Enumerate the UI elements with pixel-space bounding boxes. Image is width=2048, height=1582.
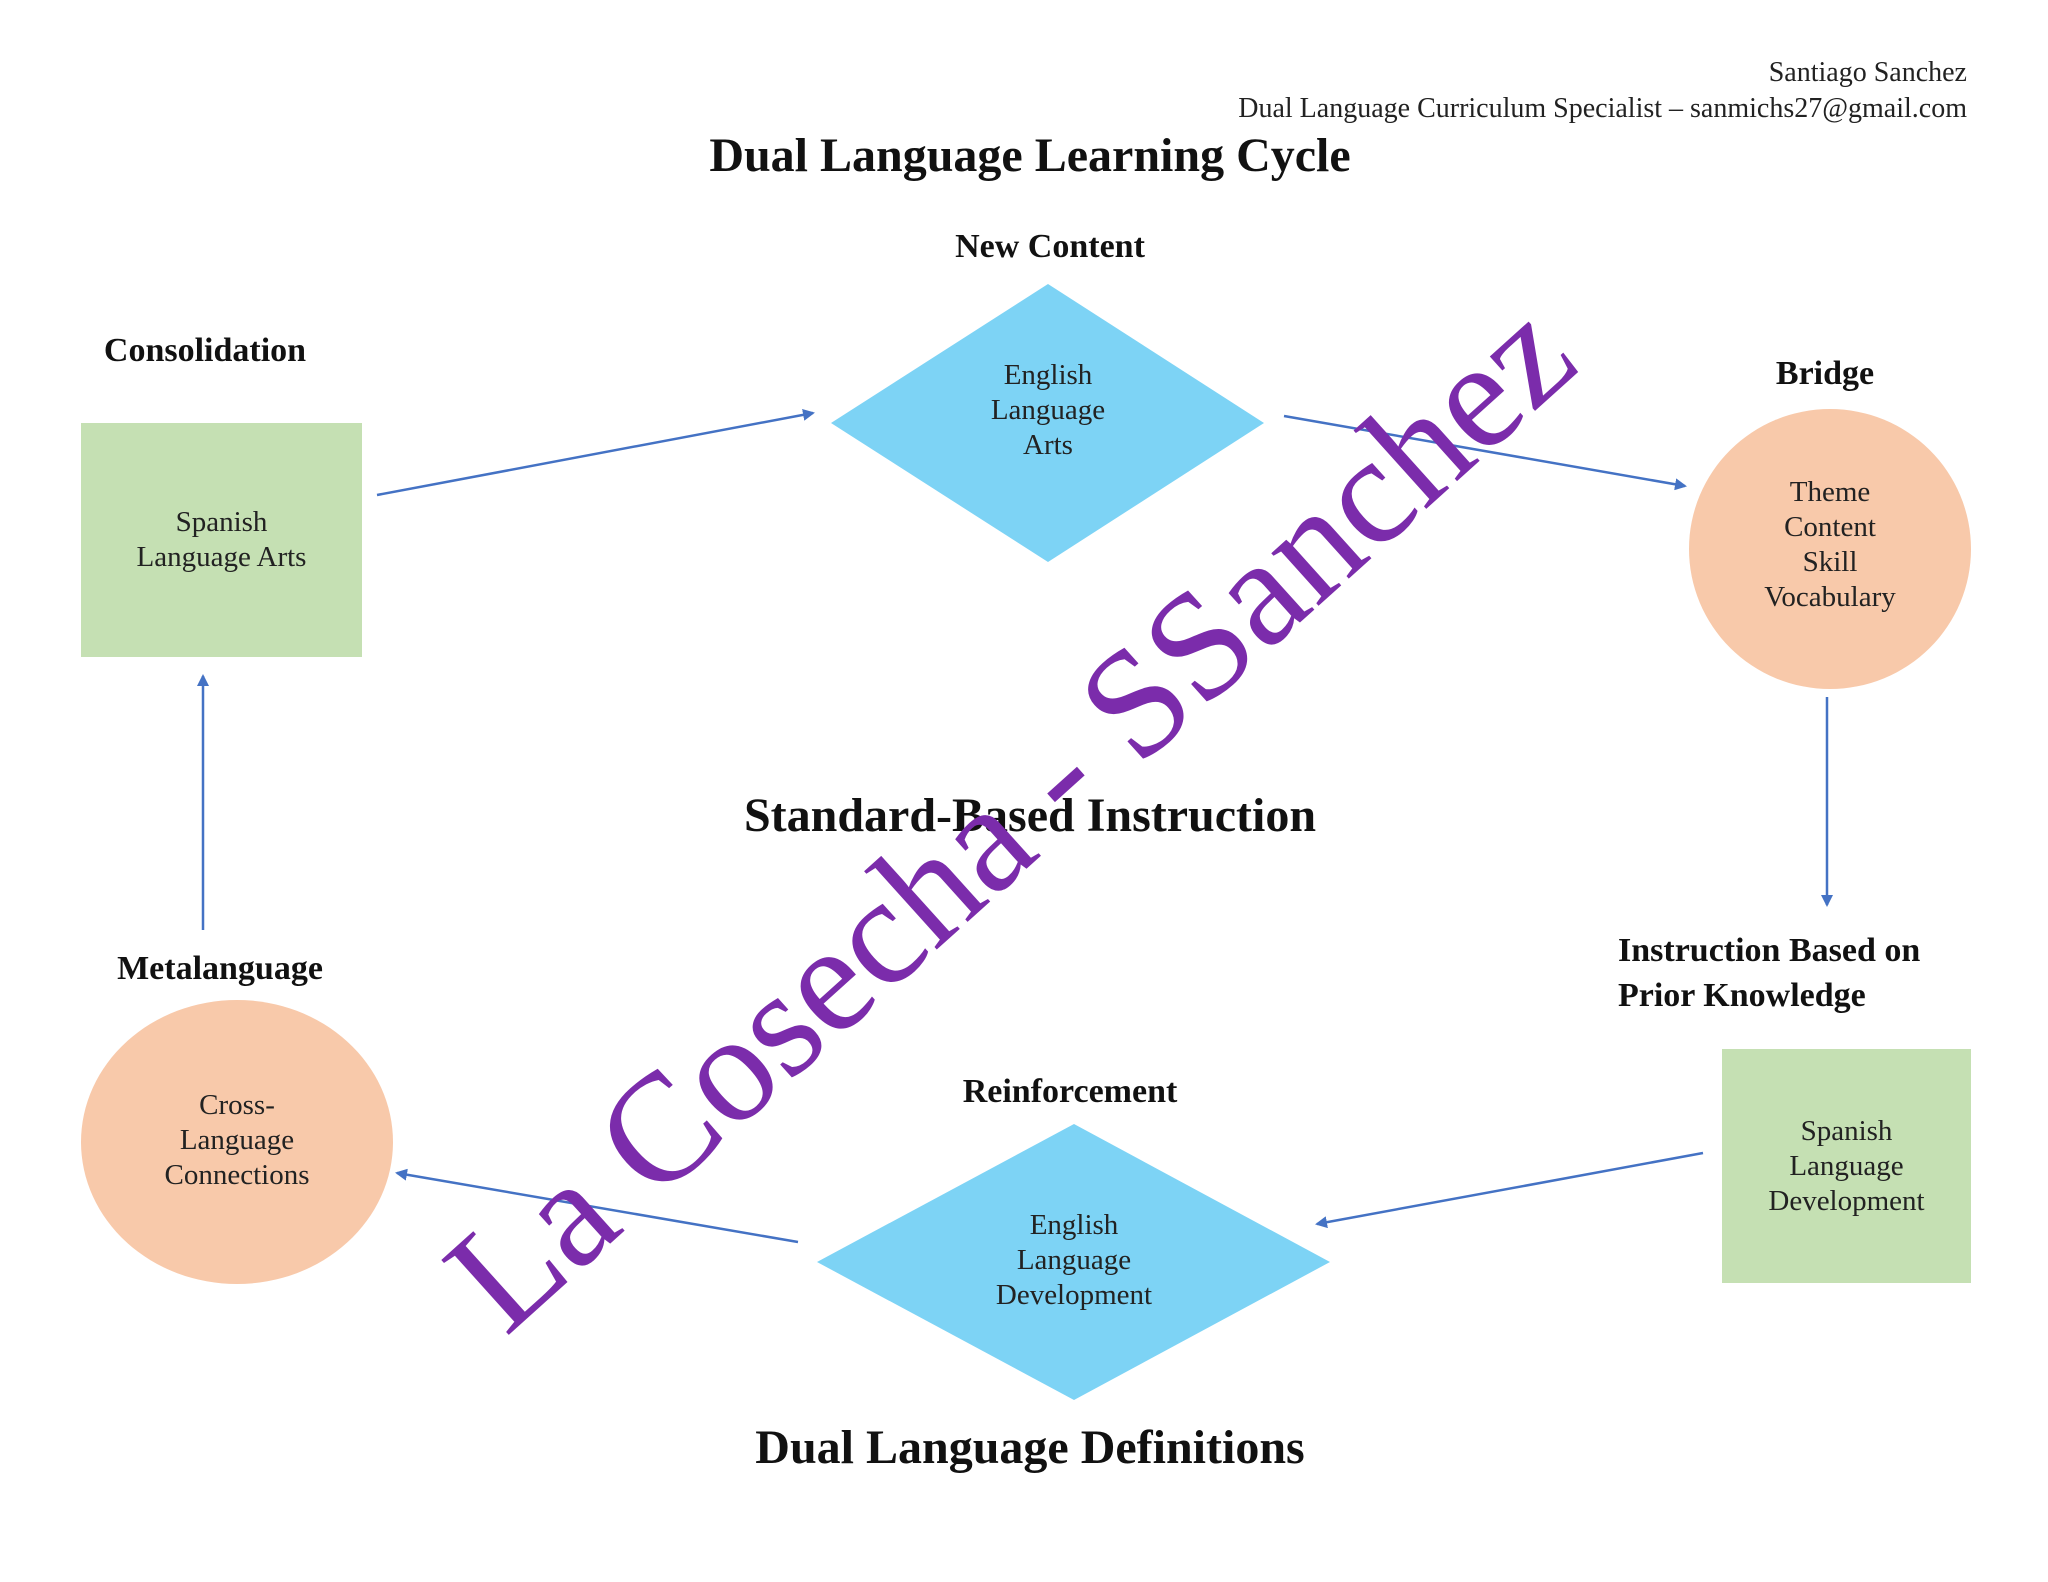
new-content-line-2: Language bbox=[990, 393, 1106, 426]
bridge-line-1: Theme bbox=[1789, 476, 1871, 508]
arrow-new-content-to-bridge bbox=[1283, 414, 1687, 491]
new-content-line-3: Arts bbox=[1023, 428, 1073, 461]
bridge-circle bbox=[1689, 409, 1971, 689]
prior-knowledge-line-2: Language bbox=[1789, 1149, 1904, 1182]
reinforcement-label: English Language Development bbox=[944, 1185, 1204, 1335]
consolidation-square bbox=[81, 423, 362, 657]
consolidation-line-2: Language Arts bbox=[136, 541, 307, 573]
arrow-reinforcement-to-metalanguage bbox=[395, 1168, 799, 1244]
arrow-consolidation-to-new-content bbox=[376, 408, 815, 497]
reinforcement-diamond bbox=[817, 1124, 1330, 1400]
bridge-line-4: Vocabulary bbox=[1764, 581, 1896, 613]
prior-knowledge-square bbox=[1722, 1049, 1971, 1283]
new-content-line-1: English bbox=[1003, 358, 1093, 391]
bottom-title: Dual Language Definitions bbox=[755, 1421, 1305, 1474]
new-content-heading: New Content bbox=[955, 228, 1145, 265]
prior-knowledge-line-1: Spanish bbox=[1800, 1114, 1893, 1147]
bridge-label: Theme Content Skill Vocabulary bbox=[1690, 440, 1970, 650]
consolidation-label: Spanish Language Arts bbox=[81, 423, 362, 657]
bridge-line-3: Skill bbox=[1802, 546, 1858, 578]
reinforcement-line-2: Language bbox=[1016, 1243, 1132, 1276]
consolidation-heading: Consolidation bbox=[103, 332, 307, 369]
bridge-line-2: Content bbox=[1784, 511, 1876, 543]
metalanguage-heading: Metalanguage bbox=[117, 950, 323, 987]
bridge-heading: Bridge bbox=[1775, 355, 1875, 392]
prior-knowledge-label: Spanish Language Development bbox=[1722, 1049, 1971, 1283]
metalanguage-line-3: Connections bbox=[164, 1158, 310, 1191]
consolidation-line-1: Spanish bbox=[175, 506, 268, 538]
center-title: Standard-Based Instruction bbox=[743, 789, 1317, 842]
reinforcement-line-1: English bbox=[1029, 1208, 1119, 1241]
prior-knowledge-line-3: Development bbox=[1768, 1184, 1925, 1217]
prior-knowledge-heading: Instruction Based on Prior Knowledge bbox=[1618, 928, 1998, 1018]
reinforcement-heading: Reinforcement bbox=[962, 1073, 1178, 1110]
reinforcement-line-3: Development bbox=[995, 1278, 1153, 1311]
metalanguage-circle bbox=[81, 1000, 393, 1284]
author-block: Santiago Sanchez Dual Language Curriculu… bbox=[1238, 55, 1967, 127]
new-content-label: English Language Arts bbox=[930, 340, 1166, 480]
arrow-prior-knowledge-to-reinforcement bbox=[1315, 1151, 1704, 1229]
prior-knowledge-heading-line-1: Instruction Based on bbox=[1618, 932, 1921, 969]
new-content-diamond bbox=[831, 284, 1264, 562]
author-title: Dual Language Curriculum Specialist – sa… bbox=[1238, 93, 1967, 124]
metalanguage-label: Cross- Language Connections bbox=[100, 1070, 374, 1210]
prior-knowledge-heading-line-2: Prior Knowledge bbox=[1618, 977, 1866, 1014]
diagram-title: Dual Language Learning Cycle bbox=[709, 129, 1351, 182]
metalanguage-line-2: Language bbox=[179, 1123, 295, 1156]
author-name: Santiago Sanchez bbox=[1768, 57, 1967, 88]
metalanguage-line-1: Cross- bbox=[199, 1088, 275, 1121]
